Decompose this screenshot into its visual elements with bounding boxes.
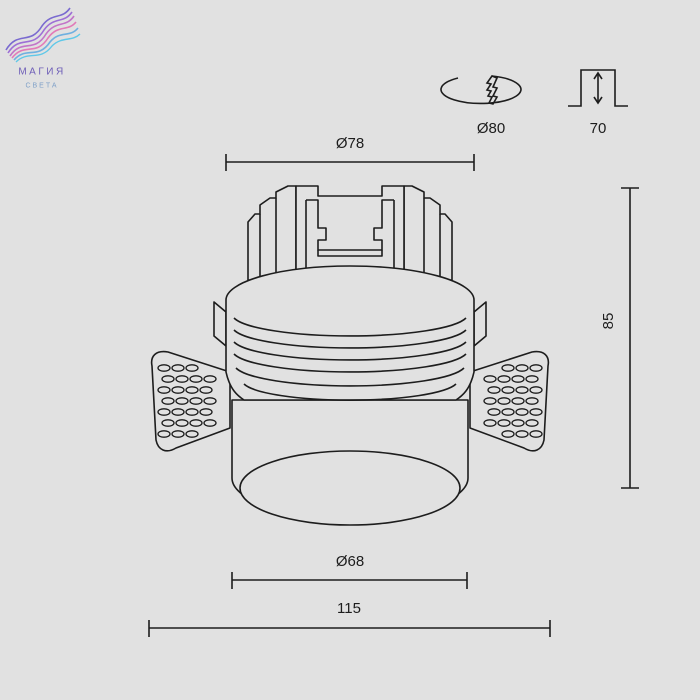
brand-tagline: СВЕТА	[25, 82, 59, 90]
wing-hole	[161, 419, 175, 427]
dimension-line-bottom-diameter	[231, 572, 468, 589]
wing-hole	[525, 419, 539, 427]
wing-hole	[501, 408, 515, 416]
wing-hole	[189, 375, 203, 383]
wing-hole	[199, 408, 213, 416]
wing-hole	[161, 375, 175, 383]
wing-hole	[189, 397, 203, 405]
dimension-line-height	[621, 187, 639, 489]
wing-hole	[497, 419, 511, 427]
spring-hook-left	[213, 301, 227, 347]
wing-hole	[185, 430, 199, 438]
wing-hole	[175, 375, 189, 383]
wing-hole	[511, 419, 525, 427]
wing-hole	[501, 364, 515, 372]
dimension-line-overall-width	[148, 620, 551, 637]
fixture-cylinder	[231, 399, 469, 526]
wing-hole	[529, 364, 543, 372]
downlight-fixture	[150, 185, 550, 526]
install-depth-label: 70	[589, 120, 607, 137]
heatsink	[247, 185, 453, 287]
wing-hole	[515, 364, 529, 372]
wing-hole	[185, 408, 199, 416]
height-label: 85	[600, 312, 617, 330]
wing-hole	[199, 386, 213, 394]
wing-hole	[203, 375, 217, 383]
wing-hole	[483, 397, 497, 405]
round-cutout-icon	[440, 75, 522, 105]
wing-hole	[501, 386, 515, 394]
wing-hole	[525, 375, 539, 383]
recess-depth-icon	[568, 69, 628, 107]
wing-hole	[483, 375, 497, 383]
wing-hole	[501, 430, 515, 438]
wing-hole	[529, 408, 543, 416]
wing-holes	[157, 364, 543, 438]
brand-logo-mark	[5, 7, 81, 63]
wing-hole	[203, 397, 217, 405]
wing-hole	[525, 397, 539, 405]
wing-hole	[171, 364, 185, 372]
spring-hook-right	[473, 301, 487, 347]
wing-hole	[189, 419, 203, 427]
wing-hole	[515, 408, 529, 416]
cutout-diameter-label: Ø80	[476, 120, 506, 137]
wing-hole	[529, 386, 543, 394]
wing-hole	[171, 386, 185, 394]
brand-name: МАГИЯ	[18, 66, 66, 78]
wing-hole	[511, 375, 525, 383]
wing-hole	[185, 364, 199, 372]
wing-hole	[497, 375, 511, 383]
wing-hole	[203, 419, 217, 427]
wing-hole	[175, 419, 189, 427]
wing-hole	[157, 408, 171, 416]
wing-hole	[529, 430, 543, 438]
wing-hole	[175, 397, 189, 405]
wing-hole	[171, 408, 185, 416]
wing-hole	[157, 386, 171, 394]
wing-hole	[483, 419, 497, 427]
dimension-line-top-diameter	[225, 154, 475, 171]
threaded-ring	[225, 265, 475, 401]
wing-hole	[157, 430, 171, 438]
bottom-diameter-label: Ø68	[335, 553, 365, 570]
wing-hole	[511, 397, 525, 405]
overall-width-label: 115	[337, 600, 361, 617]
wing-hole	[157, 364, 171, 372]
wing-hole	[487, 386, 501, 394]
wing-hole	[497, 397, 511, 405]
top-diameter-label: Ø78	[335, 135, 365, 152]
wing-hole	[515, 386, 529, 394]
wing-hole	[515, 430, 529, 438]
wing-hole	[171, 430, 185, 438]
wing-hole	[185, 386, 199, 394]
wing-hole	[487, 408, 501, 416]
wing-hole	[161, 397, 175, 405]
